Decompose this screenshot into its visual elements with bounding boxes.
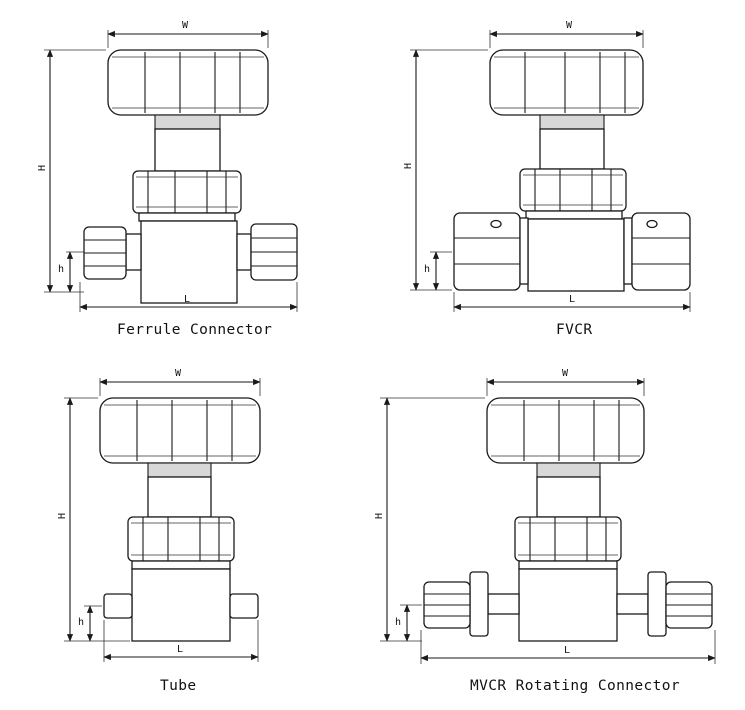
- dim-w-label: W: [566, 20, 573, 31]
- caption-fvcr: FVCR: [556, 322, 593, 338]
- dim-h-small-label: h: [78, 617, 84, 628]
- dim-h-total-label: H: [57, 513, 68, 519]
- right-fvcr-nut: [623, 212, 691, 291]
- dim-w-label: W: [182, 20, 189, 31]
- dim-h-total-label: H: [403, 163, 414, 169]
- handknob: [489, 49, 644, 116]
- valve-body: [527, 218, 625, 292]
- right-tube-stub: [229, 593, 259, 619]
- valve-body: [131, 568, 231, 642]
- figure-ferrule-connector: W H h L Ferrule Connector: [37, 20, 298, 338]
- left-fitting: [83, 226, 142, 280]
- dim-h-small-label: h: [424, 264, 430, 275]
- left-tube-stub: [103, 593, 133, 619]
- dim-w-label: W: [562, 368, 569, 379]
- handknob: [99, 397, 261, 464]
- packing-nut: [132, 170, 242, 214]
- left-fvcr-nut: [453, 212, 529, 291]
- dim-h-small-label: h: [58, 264, 64, 275]
- figure-tube: W H h L Tube: [57, 368, 261, 694]
- caption-mvcr-rotating-connector: MVCR Rotating Connector: [470, 678, 680, 694]
- dim-w-label: W: [175, 368, 182, 379]
- figure-fvcr: W H h L FVCR: [403, 20, 691, 338]
- dim-l-label: L: [184, 294, 190, 305]
- caption-ferrule-connector: Ferrule Connector: [117, 322, 272, 338]
- right-mvcr-fitting: [616, 571, 713, 637]
- packing-nut: [519, 168, 627, 212]
- dim-h-small-label: h: [395, 617, 401, 628]
- dim-h-total-label: H: [37, 165, 48, 171]
- right-fitting: [236, 223, 298, 281]
- caption-tube: Tube: [160, 678, 197, 694]
- handknob: [486, 397, 645, 464]
- packing-nut: [127, 516, 235, 562]
- dim-l-label: L: [177, 644, 183, 655]
- dim-h-total-label: H: [374, 513, 385, 519]
- dim-l-label: L: [569, 294, 575, 305]
- dim-l-label: L: [564, 645, 570, 656]
- left-mvcr-fitting: [423, 571, 520, 637]
- valve-body: [518, 568, 618, 642]
- figure-mvcr-rotating-connector: W H h L MVCR Rotating Connector: [374, 368, 716, 694]
- handknob: [107, 49, 269, 116]
- valve-body: [140, 220, 238, 304]
- packing-nut: [514, 516, 622, 562]
